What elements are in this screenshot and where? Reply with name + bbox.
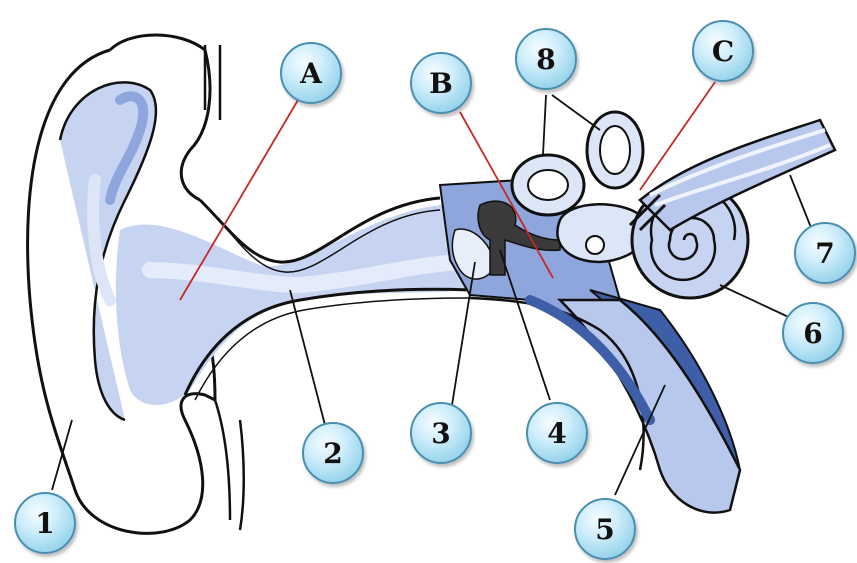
label-a-marker: A — [280, 42, 342, 104]
label-1-text: 1 — [35, 507, 54, 540]
label-6-text: 6 — [803, 317, 822, 350]
label-8-marker: 8 — [515, 28, 577, 90]
leader-line-8b — [552, 95, 600, 130]
label-3-marker: 3 — [410, 402, 472, 464]
label-2-marker: 2 — [302, 422, 364, 484]
eustachian-tube — [470, 290, 740, 513]
label-8-text: 8 — [536, 43, 555, 76]
label-a-text: A — [300, 57, 322, 90]
label-5-text: 5 — [595, 513, 614, 546]
label-2-text: 2 — [323, 437, 342, 470]
label-7-text: 7 — [815, 237, 834, 270]
label-4-text: 4 — [547, 417, 566, 450]
label-c-text: C — [712, 35, 734, 68]
label-4-marker: 4 — [526, 402, 588, 464]
label-3-text: 3 — [431, 417, 450, 450]
label-c-marker: C — [692, 20, 754, 82]
label-7-marker: 7 — [794, 222, 856, 284]
leader-line-8a — [543, 95, 546, 155]
label-1-marker: 1 — [14, 492, 76, 554]
leader-line-6 — [720, 285, 795, 320]
leader-line-7 — [790, 175, 812, 230]
leader-line-2 — [290, 290, 325, 425]
label-6-marker: 6 — [782, 302, 844, 364]
label-b-text: B — [429, 67, 453, 100]
label-5-marker: 5 — [574, 498, 636, 560]
label-b-marker: B — [410, 52, 472, 114]
